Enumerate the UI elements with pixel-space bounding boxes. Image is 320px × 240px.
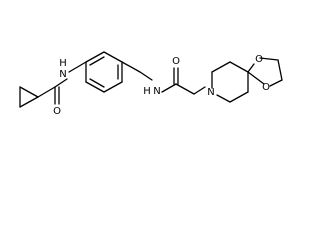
bond [37,86,56,98]
amide-n-2-h-label: H [143,86,151,97]
bond [139,71,153,81]
carbonyl-o-1-label: O [53,106,61,117]
bond [161,83,177,93]
bond [175,83,195,95]
bond [247,63,255,73]
bond [89,78,105,88]
bond [19,86,39,98]
bond [269,79,283,87]
bond [19,96,39,108]
bond [85,51,105,63]
bond [54,78,68,88]
carbonyl-double-bond-1 [54,86,60,105]
molecule-structure: N H O N H O N O O [19,51,283,117]
bond [103,51,123,63]
bond [247,71,265,85]
bond [68,61,87,73]
bond [277,59,283,81]
piperidine-ring [211,61,249,103]
benzene-ring [85,51,123,93]
dioxolane-o-top-label: O [255,54,263,65]
bond [216,94,231,103]
bond [121,61,141,73]
amide-n-1-h-label: H [59,58,67,69]
bond [103,81,123,93]
piperidine-n-label: N [207,87,214,98]
bond [85,81,105,93]
bond [229,91,249,103]
amide-n-2-label: N [153,86,160,97]
dioxolane-ring [247,57,283,87]
atom-labels: N H O N H O N O O [53,54,270,117]
amide-n-1-label: N [59,69,66,80]
bond [229,61,249,73]
carbonyl-double-bond-2 [173,67,179,85]
dioxolane-o-bottom-label: O [262,82,270,93]
cyclopropane-ring [19,86,39,108]
bond [259,57,279,61]
bond [211,61,231,73]
bond [89,56,105,66]
bond [193,86,206,95]
carbonyl-o-2-label: O [172,56,180,67]
